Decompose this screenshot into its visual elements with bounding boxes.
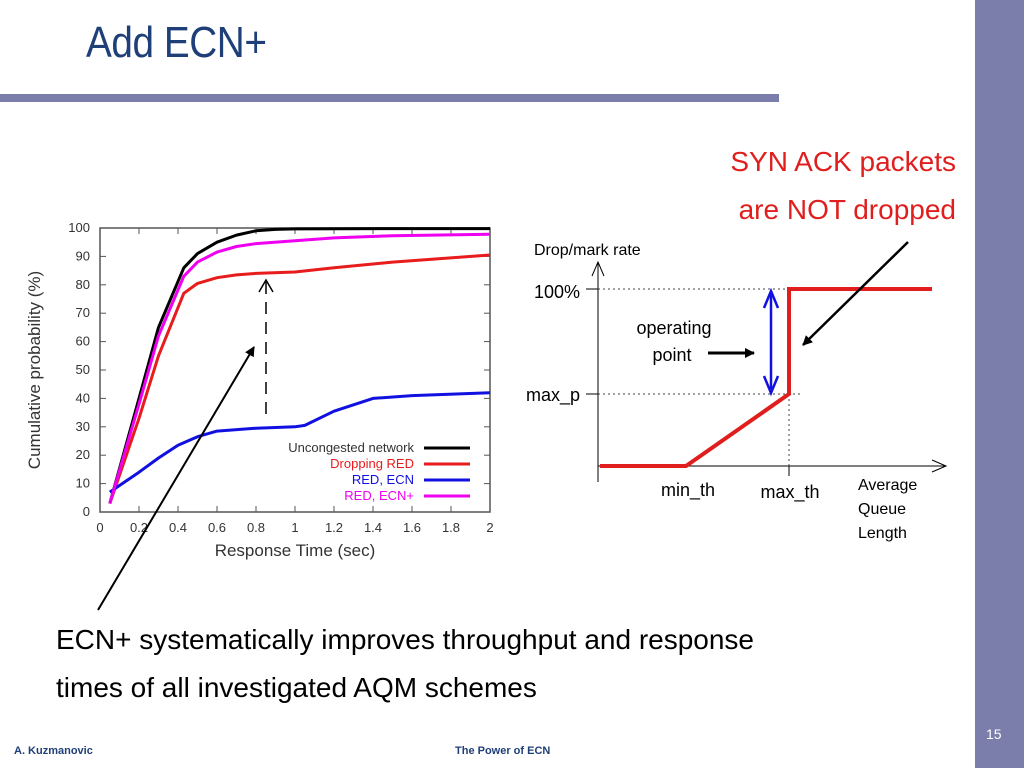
label-100-percent: 100% — [534, 282, 580, 302]
footer-title: The Power of ECN — [455, 745, 551, 757]
cdf-ytick-label: 90 — [76, 248, 90, 263]
label-operating: operating — [636, 318, 711, 338]
cdf-series-line — [108, 391, 491, 494]
cdf-xtick-label: 1.4 — [364, 520, 382, 535]
red-ylabel: Drop/mark rate — [534, 242, 641, 259]
label-max-th: max_th — [760, 482, 819, 503]
syn-ack-note: SYN ACK packets are NOT dropped — [730, 138, 956, 234]
title-underline — [0, 94, 779, 102]
slide-number: 15 — [986, 726, 1002, 742]
red-x-axis-arrowhead — [931, 459, 948, 473]
cdf-xtick-label: 1.8 — [442, 520, 460, 535]
cdf-ytick-label: 30 — [76, 419, 90, 434]
xlabel-queue: Queue — [858, 501, 906, 518]
cdf-series-lines — [108, 227, 491, 504]
cdf-xtick-label: 0.6 — [208, 520, 226, 535]
cdf-xlabel: Response Time (sec) — [215, 541, 376, 560]
label-point: point — [652, 345, 691, 365]
conclusion-line-1: ECN+ systematically improves throughput … — [56, 624, 755, 655]
cdf-legend-label: Dropping RED — [330, 456, 414, 471]
cdf-ytick-label: 60 — [76, 334, 90, 349]
cdf-ytick-label: 10 — [76, 476, 90, 491]
cdf-series-line — [108, 232, 491, 504]
cdf-series-line — [108, 253, 491, 504]
xlabel-average: Average — [858, 477, 917, 494]
conclusion-line-2: times of all investigated AQM schemes — [56, 672, 537, 703]
xlabel-length: Length — [858, 525, 907, 542]
cdf-ytick-label: 70 — [76, 305, 90, 320]
cdf-ytick-label: 100 — [68, 220, 90, 235]
label-max-p: max_p — [526, 385, 580, 406]
cdf-legend-label: RED, ECN+ — [344, 488, 414, 503]
ecn-plus-pointer-arrow — [97, 346, 255, 611]
cdf-ylabel: Cumulative probability (%) — [25, 271, 44, 469]
cdf-ytick-label: 40 — [76, 390, 90, 405]
label-min-th: min_th — [661, 480, 715, 501]
cdf-ytick-label: 20 — [76, 447, 90, 462]
improvement-arrowhead — [258, 278, 274, 293]
cdf-xtick-label: 0.8 — [247, 520, 265, 535]
cdf-ytick-label: 80 — [76, 277, 90, 292]
cdf-xtick-label: 1.2 — [325, 520, 343, 535]
cdf-xtick-label: 1 — [291, 520, 298, 535]
cdf-ytick-label: 50 — [76, 362, 90, 377]
cdf-legend-label: Uncongested network — [288, 440, 414, 455]
syn-ack-note-line-1: SYN ACK packets — [730, 146, 956, 177]
cdf-legend-label: RED, ECN — [352, 472, 414, 487]
operating-range-arrowhead-bottom — [762, 375, 780, 397]
cdf-xtick-label: 0.2 — [130, 520, 148, 535]
cdf-xtick-label: 0.4 — [169, 520, 187, 535]
slide-title: Add ECN+ — [86, 18, 267, 67]
cdf-series-line — [108, 227, 490, 504]
accent-band-right — [975, 0, 1024, 768]
footer-author: A. Kuzmanovic — [14, 745, 93, 757]
red-diagram: Drop/mark rate 100% max_p min_th max_th … — [526, 241, 948, 542]
syn-ack-note-line-2: are NOT dropped — [738, 194, 956, 225]
syn-ack-pointer-arrow — [802, 241, 909, 346]
cdf-xtick-label: 2 — [486, 520, 493, 535]
cdf-xtick-label: 0 — [96, 520, 103, 535]
conclusion-text: ECN+ systematically improves throughput … — [56, 616, 754, 712]
operating-range-arrowhead-top — [762, 287, 780, 309]
red-drop-curve — [600, 287, 932, 468]
cdf-ytick-label: 0 — [83, 504, 90, 519]
cdf-xtick-label: 1.6 — [403, 520, 421, 535]
red-y-axis-arrowhead — [591, 260, 605, 277]
